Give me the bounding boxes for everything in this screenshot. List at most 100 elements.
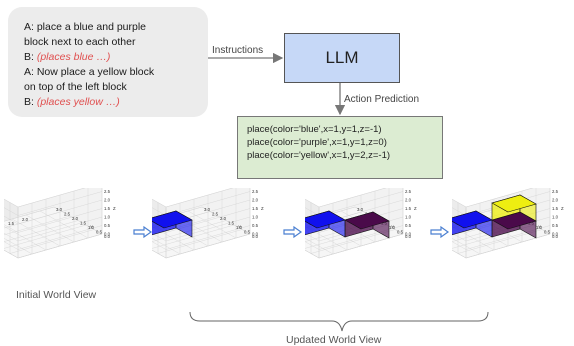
z-tick-label: 2.5 (552, 189, 559, 194)
z-tick-label: 0.5 (104, 223, 111, 228)
grid-line (17, 188, 86, 208)
updated-views-brace (189, 311, 489, 332)
z-tick-label: 2.5 (405, 189, 412, 194)
z-tick-label: 2.5 (104, 189, 111, 194)
instructions-label: Instructions (212, 45, 264, 56)
action-line: place(color='yellow',x=1,y=2,z=-1) (247, 150, 391, 161)
y-tick-label: 2.5 (64, 212, 71, 217)
grid-line (318, 191, 404, 216)
z-tick-label: 0.5 (252, 223, 259, 228)
instruction-dialog: A: place a blue and purple block next to… (8, 7, 208, 117)
y-axis-label: Y (90, 225, 93, 230)
y-tick-label: 0.0 (552, 234, 559, 239)
z-tick-label: 0.0 (104, 232, 111, 237)
grid-line (165, 191, 251, 216)
llm-box: LLM (284, 33, 400, 83)
grid-line (452, 232, 467, 242)
y-tick-label: 0.5 (544, 230, 551, 235)
y-tick-label: 1.0 (88, 225, 95, 230)
dialog-line: block next to each other (24, 36, 136, 48)
z-axis-label: Z (261, 206, 264, 211)
z-tick-label: 1.5 (552, 206, 559, 211)
blue-block-face (152, 210, 193, 229)
action-prediction-label: Action Prediction (344, 94, 420, 105)
z-tick-label: 2.0 (552, 198, 559, 203)
transition-arrow (430, 225, 450, 239)
z-axis-label: Z (414, 206, 417, 211)
blue-block-face (452, 210, 493, 229)
grid-line (465, 188, 534, 208)
grid-line (452, 241, 467, 250)
y-tick-label: 2.5 (212, 212, 219, 217)
x-tick-label: 1.5 (8, 221, 15, 226)
grid-line (4, 241, 19, 250)
z-tick-label: 1.0 (405, 215, 412, 220)
grid-line (17, 191, 103, 216)
z-tick-label: 0.5 (405, 223, 412, 228)
grid-line (305, 207, 320, 216)
z-tick-label: 2.0 (104, 198, 111, 203)
grid-line (201, 206, 251, 235)
grid-line (4, 206, 55, 222)
x-tick-label: 2.0 (22, 217, 29, 222)
grid-line (4, 207, 19, 216)
z-tick-label: 1.0 (552, 215, 559, 220)
dialog-line: on top of the left block (24, 81, 127, 93)
action-prediction-box: place(color='blue',x=1,y=1,z=-1) place(c… (237, 116, 443, 179)
z-tick-label: 1.0 (252, 215, 259, 220)
y-axis-label: Y (538, 225, 541, 230)
z-tick-label: 0.0 (552, 232, 559, 237)
grid-line (305, 241, 320, 250)
z-tick-label: 1.5 (104, 206, 111, 211)
dialog-line: B: (places yellow …) (24, 96, 120, 108)
grid-line (4, 232, 19, 242)
y-tick-label: 0.0 (405, 234, 412, 239)
y-tick-label: 0.5 (397, 230, 404, 235)
y-tick-label: 3.0 (56, 207, 63, 212)
grid-line (152, 198, 167, 208)
grid-line (152, 232, 167, 242)
grid-line (452, 198, 467, 208)
grid-line (452, 207, 467, 216)
y-axis-label: Y (238, 225, 241, 230)
z-tick-label: 2.0 (252, 198, 259, 203)
z-tick-label: 0.0 (405, 232, 412, 237)
y-tick-label: 2.0 (220, 216, 227, 221)
y-tick-label: 1.0 (389, 225, 396, 230)
y-tick-label: 3.0 (204, 207, 211, 212)
transition-arrow (283, 225, 303, 239)
y-tick-label: 0.0 (252, 234, 259, 239)
y-tick-label: 3.0 (357, 207, 364, 212)
action-line: place(color='blue',x=1,y=1,z=-1) (247, 124, 382, 135)
z-tick-label: 1.0 (104, 215, 111, 220)
z-tick-label: 0.0 (252, 232, 259, 237)
grid-line (53, 206, 103, 235)
dialog-line: B: (places blue …) (24, 51, 111, 63)
initial-world-view-caption: Initial World View (16, 289, 97, 301)
transition-arrow (133, 225, 153, 239)
y-tick-label: 1.5 (80, 221, 87, 226)
z-tick-label: 1.5 (252, 206, 259, 211)
y-tick-label: 1.0 (236, 225, 243, 230)
blue-block-face (305, 210, 346, 229)
z-tick-label: 0.5 (552, 223, 559, 228)
z-tick-label: 2.0 (405, 198, 412, 203)
grid-line (152, 241, 167, 250)
grid-line (305, 198, 320, 208)
yellow-block-face (491, 194, 537, 213)
grid-line (318, 188, 387, 208)
dialog-line: A: Now place a yellow block (24, 66, 155, 78)
y-tick-label: 0.5 (244, 230, 251, 235)
y-tick-label: 0.0 (104, 234, 111, 239)
action-line: place(color='purple',x=1,y=1,z=0) (247, 137, 387, 148)
grid-line (152, 207, 167, 216)
z-tick-label: 2.5 (252, 189, 259, 194)
grid-line (165, 188, 234, 208)
updated-world-view-caption: Updated World View (286, 334, 382, 346)
z-axis-label: Z (113, 206, 116, 211)
z-axis-label: Z (561, 206, 564, 211)
y-tick-label: 0.5 (96, 230, 103, 235)
grid-line (4, 224, 19, 233)
